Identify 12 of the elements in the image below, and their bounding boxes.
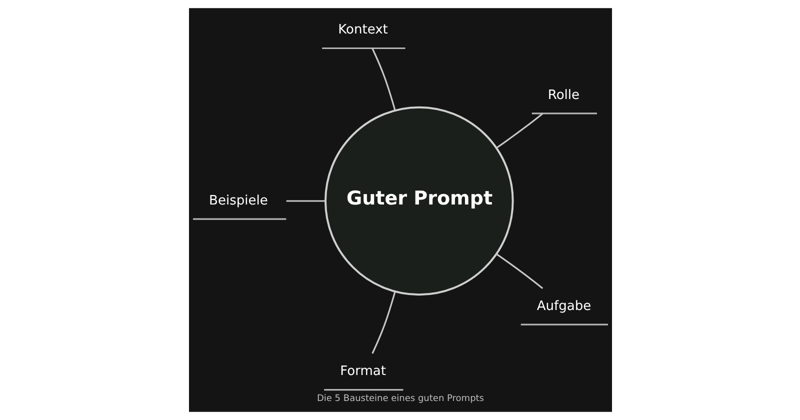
caption: Die 5 Bausteine eines guten Prompts	[316, 394, 484, 404]
node-circle: Guter Prompt	[324, 106, 514, 296]
node-text: Rolle	[547, 88, 580, 103]
connector	[286, 200, 325, 202]
connector	[371, 48, 396, 111]
node-text: Beispiele	[208, 193, 268, 208]
node-text: Format	[340, 364, 386, 380]
node-text: Aufgabe	[536, 298, 591, 314]
connector	[371, 291, 396, 354]
connector	[495, 253, 543, 290]
node-text: Kontext	[338, 22, 388, 38]
connector	[495, 112, 543, 149]
